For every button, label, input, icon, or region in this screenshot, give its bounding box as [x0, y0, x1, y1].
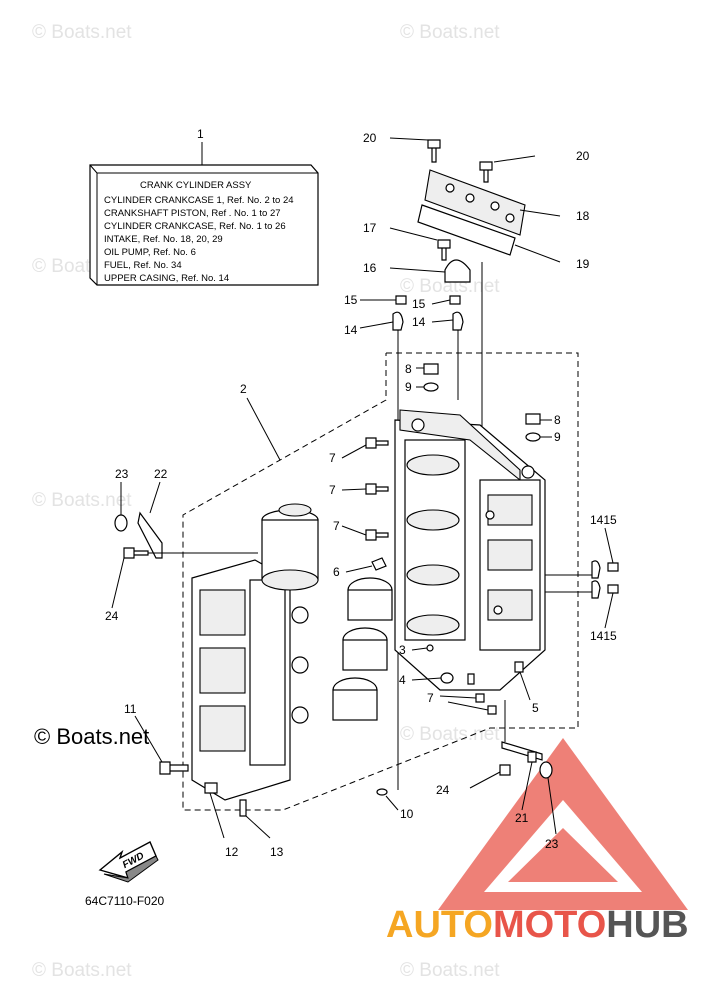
clip-group-right: 1415 1415	[545, 513, 619, 643]
callout-24: 24	[105, 609, 119, 623]
box-line: FUEL, Ref. No. 34	[104, 260, 182, 271]
brand-part: HUB	[606, 904, 688, 946]
callout-12: 12	[225, 845, 239, 859]
brand-logo: AUTOMOTOHUB	[386, 904, 689, 946]
box-title: CRANK CYLINDER ASSY	[140, 180, 252, 191]
watermark: © Boats.net	[400, 22, 500, 43]
callout-21: 21	[515, 811, 529, 825]
callout-6: 6	[333, 565, 340, 579]
diagram-code: 64C7110-F020	[85, 894, 164, 908]
callout-8: 8	[405, 362, 412, 376]
warning-triangle-logo	[438, 738, 688, 910]
plug-group: 8 9 8 9	[405, 362, 561, 444]
callout-20: 20	[363, 131, 377, 145]
callout-9: 9	[405, 380, 412, 394]
callout-7: 7	[333, 519, 340, 533]
bottom-center-parts: 3 4 7 5	[399, 643, 539, 715]
box-line: OIL PUMP, Ref. No. 6	[104, 247, 196, 258]
box-line: INTAKE, Ref. No. 18, 20, 29	[104, 234, 223, 245]
box-line: UPPER CASING, Ref. No. 14	[104, 273, 229, 284]
prominent-watermark: © Boats.net	[34, 724, 149, 749]
dowel-part: 10	[376, 788, 414, 821]
callout-24: 24	[436, 783, 450, 797]
box-line: CRANKSHAFT PISTON, Ref . No. 1 to 27	[104, 208, 281, 219]
watermark-layer: © Boats.net © Boats.net © Boats.net © Bo…	[32, 22, 500, 981]
bottom-left-bolts: 11 12 13	[124, 702, 284, 859]
callout-10: 10	[400, 807, 414, 821]
callout-8: 8	[554, 413, 561, 427]
callout-5: 5	[532, 701, 539, 715]
callout-14: 14	[344, 323, 358, 337]
cylinder-block	[191, 503, 393, 801]
callout-3: 3	[399, 643, 406, 657]
callout-1415: 1415	[590, 629, 617, 643]
callout-23: 23	[545, 837, 559, 851]
callout-15: 15	[412, 297, 426, 311]
bottom-right-parts: 24 21 23	[436, 700, 559, 851]
callout-7: 7	[329, 483, 336, 497]
callout-14: 14	[412, 315, 426, 329]
watermark: © Boats.net	[32, 960, 132, 981]
oil-pump-part: 6	[333, 557, 387, 579]
watermark: © Boats.net	[32, 22, 132, 43]
assembly-info-box: 1 CRANK CYLINDER ASSY CYLINDER CRANKCASE…	[89, 127, 319, 286]
watermark: © Boats.net	[32, 490, 132, 511]
callout-16: 16	[363, 261, 377, 275]
watermark: © Boats.net	[400, 276, 500, 297]
clip-group-top: 15 15 14 14	[344, 262, 483, 790]
crankcase-block	[394, 409, 546, 691]
callout-11: 11	[124, 702, 137, 716]
box-line: CYLINDER CRANKCASE 1, Ref. No. 2 to 24	[104, 195, 294, 206]
assembly-outline: 2	[182, 352, 579, 811]
callout-17: 17	[363, 221, 377, 235]
intake-cover-group: 20 20 18 17 19 16	[363, 131, 590, 283]
callout-13: 13	[270, 845, 284, 859]
callout-20: 20	[576, 149, 590, 163]
brand-part: MOTO	[493, 904, 606, 946]
callout-7: 7	[427, 691, 434, 705]
callout-7: 7	[329, 451, 336, 465]
callout-2: 2	[240, 382, 247, 396]
callout-23: 23	[115, 467, 129, 481]
callout-18: 18	[576, 209, 590, 223]
fitting-group: 7 7 7	[329, 437, 389, 541]
callout-9: 9	[554, 430, 561, 444]
callout-19: 19	[576, 257, 590, 271]
callout-15: 15	[344, 293, 358, 307]
box-line: CYLINDER CRANKCASE, Ref. No. 1 to 26	[104, 221, 286, 232]
callout-1415: 1415	[590, 513, 617, 527]
watermark: © Boats.net	[400, 724, 500, 745]
left-small-parts: 23 22 24	[105, 467, 258, 623]
callout-1: 1	[197, 127, 204, 141]
watermark: © Boats.net	[400, 960, 500, 981]
brand-part: AUTO	[386, 904, 493, 946]
callout-22: 22	[154, 467, 168, 481]
fwd-arrow-icon: FWD	[98, 841, 159, 883]
callout-4: 4	[399, 673, 406, 687]
